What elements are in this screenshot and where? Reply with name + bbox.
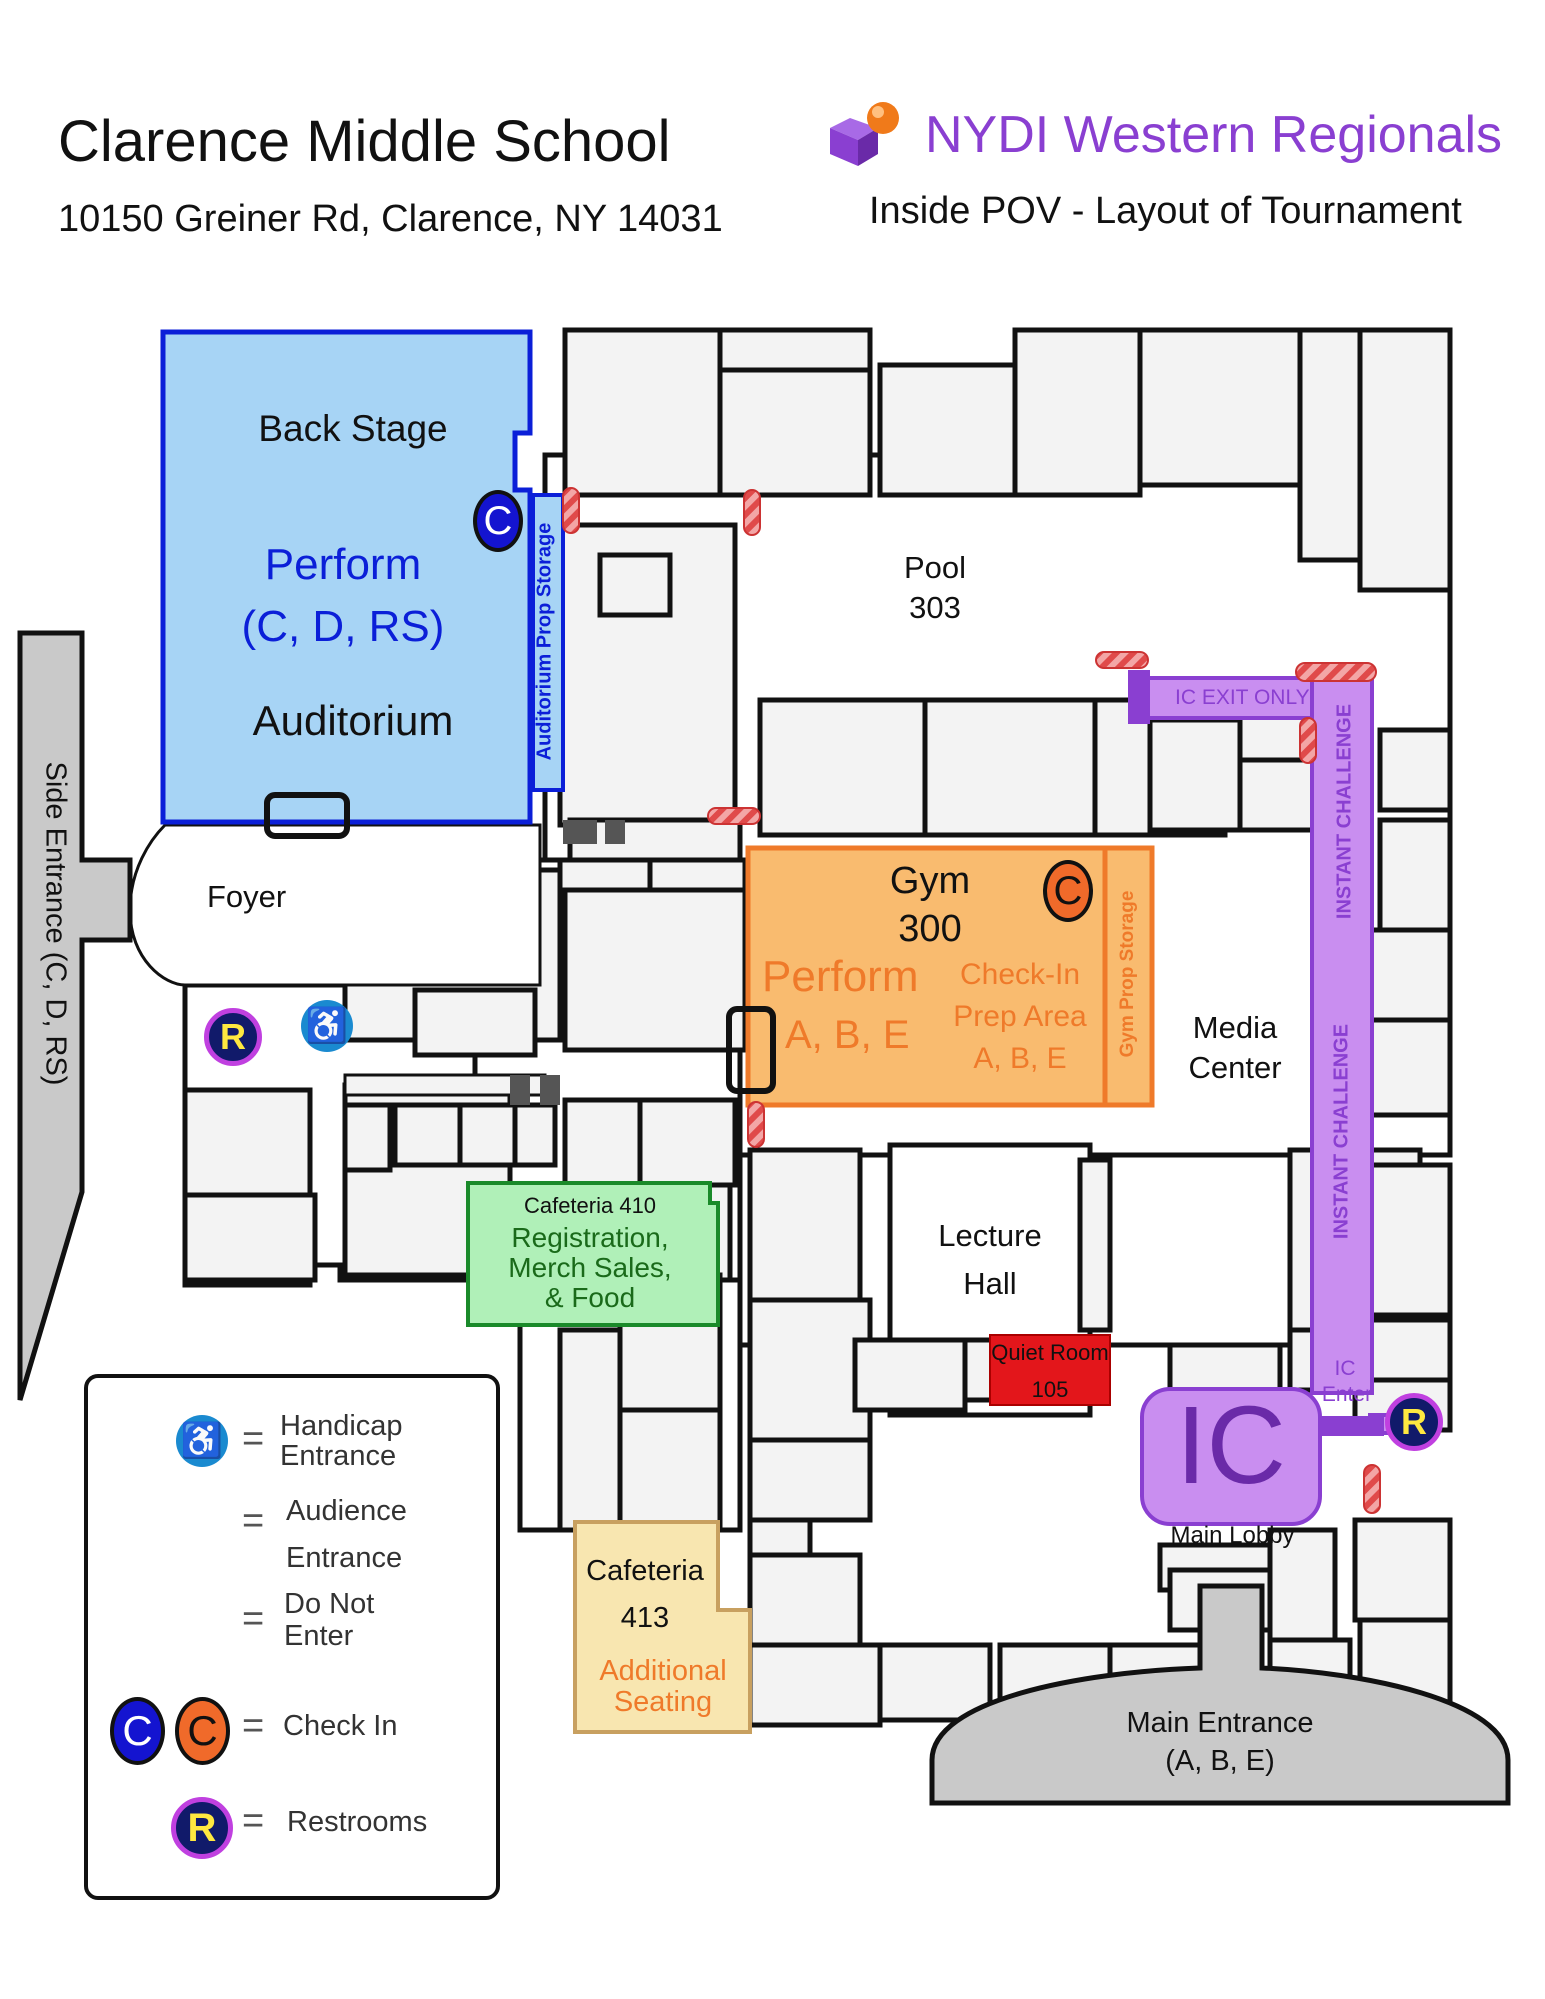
legend-dne-label-2: Enter — [284, 1620, 354, 1652]
hall-markers — [510, 820, 625, 1105]
ic-enter-label-1: IC — [1334, 1357, 1356, 1380]
legend-restrooms-label: Restrooms — [287, 1806, 428, 1838]
gym-prep-groups-label: A, B, E — [973, 1042, 1067, 1075]
do-not-enter-markers — [562, 487, 1381, 1514]
main-entrance-label: Main Entrance — [1126, 1707, 1314, 1739]
school-address: 10150 Greiner Rd, Clarence, NY 14031 — [58, 198, 723, 240]
wheelchair-icon: ♿ — [301, 1000, 353, 1052]
ic-exit-label: IC EXIT ONLY — [1175, 686, 1310, 709]
cafeteria-413-line-1: Additional — [599, 1655, 727, 1687]
cafeteria-413-line-2: Seating — [613, 1686, 713, 1718]
cafeteria-410-area — [466, 1181, 720, 1327]
ic-enter-label-2: Enter — [1321, 1383, 1373, 1406]
quiet-room-area — [989, 1334, 1111, 1406]
legend-check-in-label: Check In — [283, 1710, 398, 1742]
legend-equals-restroom: = — [242, 1800, 265, 1842]
cafeteria-410-label: Cafeteria 410 — [523, 1193, 657, 1218]
cafeteria-413-area — [573, 1520, 752, 1734]
nydi-logo — [830, 102, 899, 166]
map-legend — [84, 1374, 500, 1900]
cafeteria-410-line-1: Registration, — [511, 1222, 669, 1253]
gym-perform-groups: A, B, E — [785, 1013, 910, 1057]
restroom-badge-east: R — [1385, 1393, 1443, 1451]
legend-check-in-blue-badge: C — [110, 1697, 165, 1765]
main-lobby-label: Main Lobby — [1170, 1522, 1295, 1549]
auditorium-area — [160, 329, 565, 825]
legend-handicap-label-2: Entrance — [280, 1440, 397, 1472]
quiet-room-number: 105 — [1031, 1377, 1069, 1402]
side-entrance-label: Side Entrance (C, D, RS) — [39, 761, 72, 1086]
cafeteria-413-label: Cafeteria — [586, 1555, 704, 1587]
auditorium-perform-label: Perform — [264, 540, 422, 589]
media-center-label-1: Media — [1192, 1010, 1278, 1045]
auditorium-perform-groups: (C, D, RS) — [241, 602, 445, 651]
back-stage-label: Back Stage — [258, 408, 448, 449]
legend-handicap-label-1: Handicap — [280, 1410, 403, 1442]
cafeteria-410-line-3: & Food — [544, 1282, 636, 1313]
legend-audience-label-1: Audience — [286, 1495, 407, 1527]
gym-check-in-badge: C — [1043, 860, 1093, 922]
legend-restroom-badge: R — [171, 1797, 233, 1859]
event-subtitle: Inside POV - Layout of Tournament — [869, 190, 1462, 232]
side-entrance-arrow — [17, 630, 133, 1401]
gym-perform-label: Perform — [762, 952, 919, 1001]
restroom-badge-west: R — [204, 1008, 262, 1066]
auditorium-prop-storage-label: Auditorium Prop Storage — [533, 522, 556, 761]
quiet-room-label: Quiet Room — [991, 1340, 1109, 1365]
legend-equals-dne: = — [242, 1598, 265, 1640]
legend-equals-handicap: = — [242, 1418, 265, 1460]
foyer-label: Foyer — [207, 879, 287, 914]
legend-check-in-orange-badge: C — [175, 1697, 230, 1765]
gym-prop-storage-label: Gym Prop Storage — [1117, 890, 1138, 1058]
instant-challenge-upper-label: INSTANT CHALLENGE — [1333, 703, 1356, 920]
pool-label: Pool — [903, 550, 967, 585]
main-entrance-shape — [929, 1583, 1511, 1806]
legend-dne-label-1: Do Not — [284, 1588, 375, 1620]
auditorium-check-in-badge: C — [473, 490, 523, 552]
cafeteria-410-line-2: Merch Sales, — [508, 1252, 672, 1283]
cafeteria-413-number: 413 — [620, 1602, 670, 1634]
gym-checkin-label: Check-In — [959, 958, 1081, 991]
instant-challenge-lower-label: INSTANT CHALLENGE — [1330, 1023, 1353, 1240]
gym-label: Gym — [889, 860, 971, 902]
auditorium-name: Auditorium — [252, 697, 454, 744]
gym-number: 300 — [898, 908, 962, 950]
school-name: Clarence Middle School — [58, 109, 671, 174]
legend-equals-audience: = — [242, 1500, 265, 1542]
main-entrance-groups: (A, B, E) — [1165, 1745, 1275, 1777]
pool-number: 303 — [909, 590, 961, 625]
event-title: NYDI Western Regionals — [925, 106, 1503, 164]
legend-wheelchair-icon: ♿ — [176, 1415, 228, 1467]
ic-big-label: IC — [1176, 1384, 1286, 1507]
lecture-hall-label-1: Lecture — [938, 1218, 1042, 1253]
lecture-hall-label-2: Hall — [963, 1266, 1017, 1301]
legend-audience-label-2: Entrance — [286, 1542, 403, 1574]
audience-entrance-markers — [264, 792, 776, 1094]
gym-prep-area-label: Prep Area — [953, 1000, 1087, 1033]
media-center-label-2: Center — [1188, 1050, 1282, 1085]
legend-equals-check-in: = — [242, 1705, 265, 1747]
